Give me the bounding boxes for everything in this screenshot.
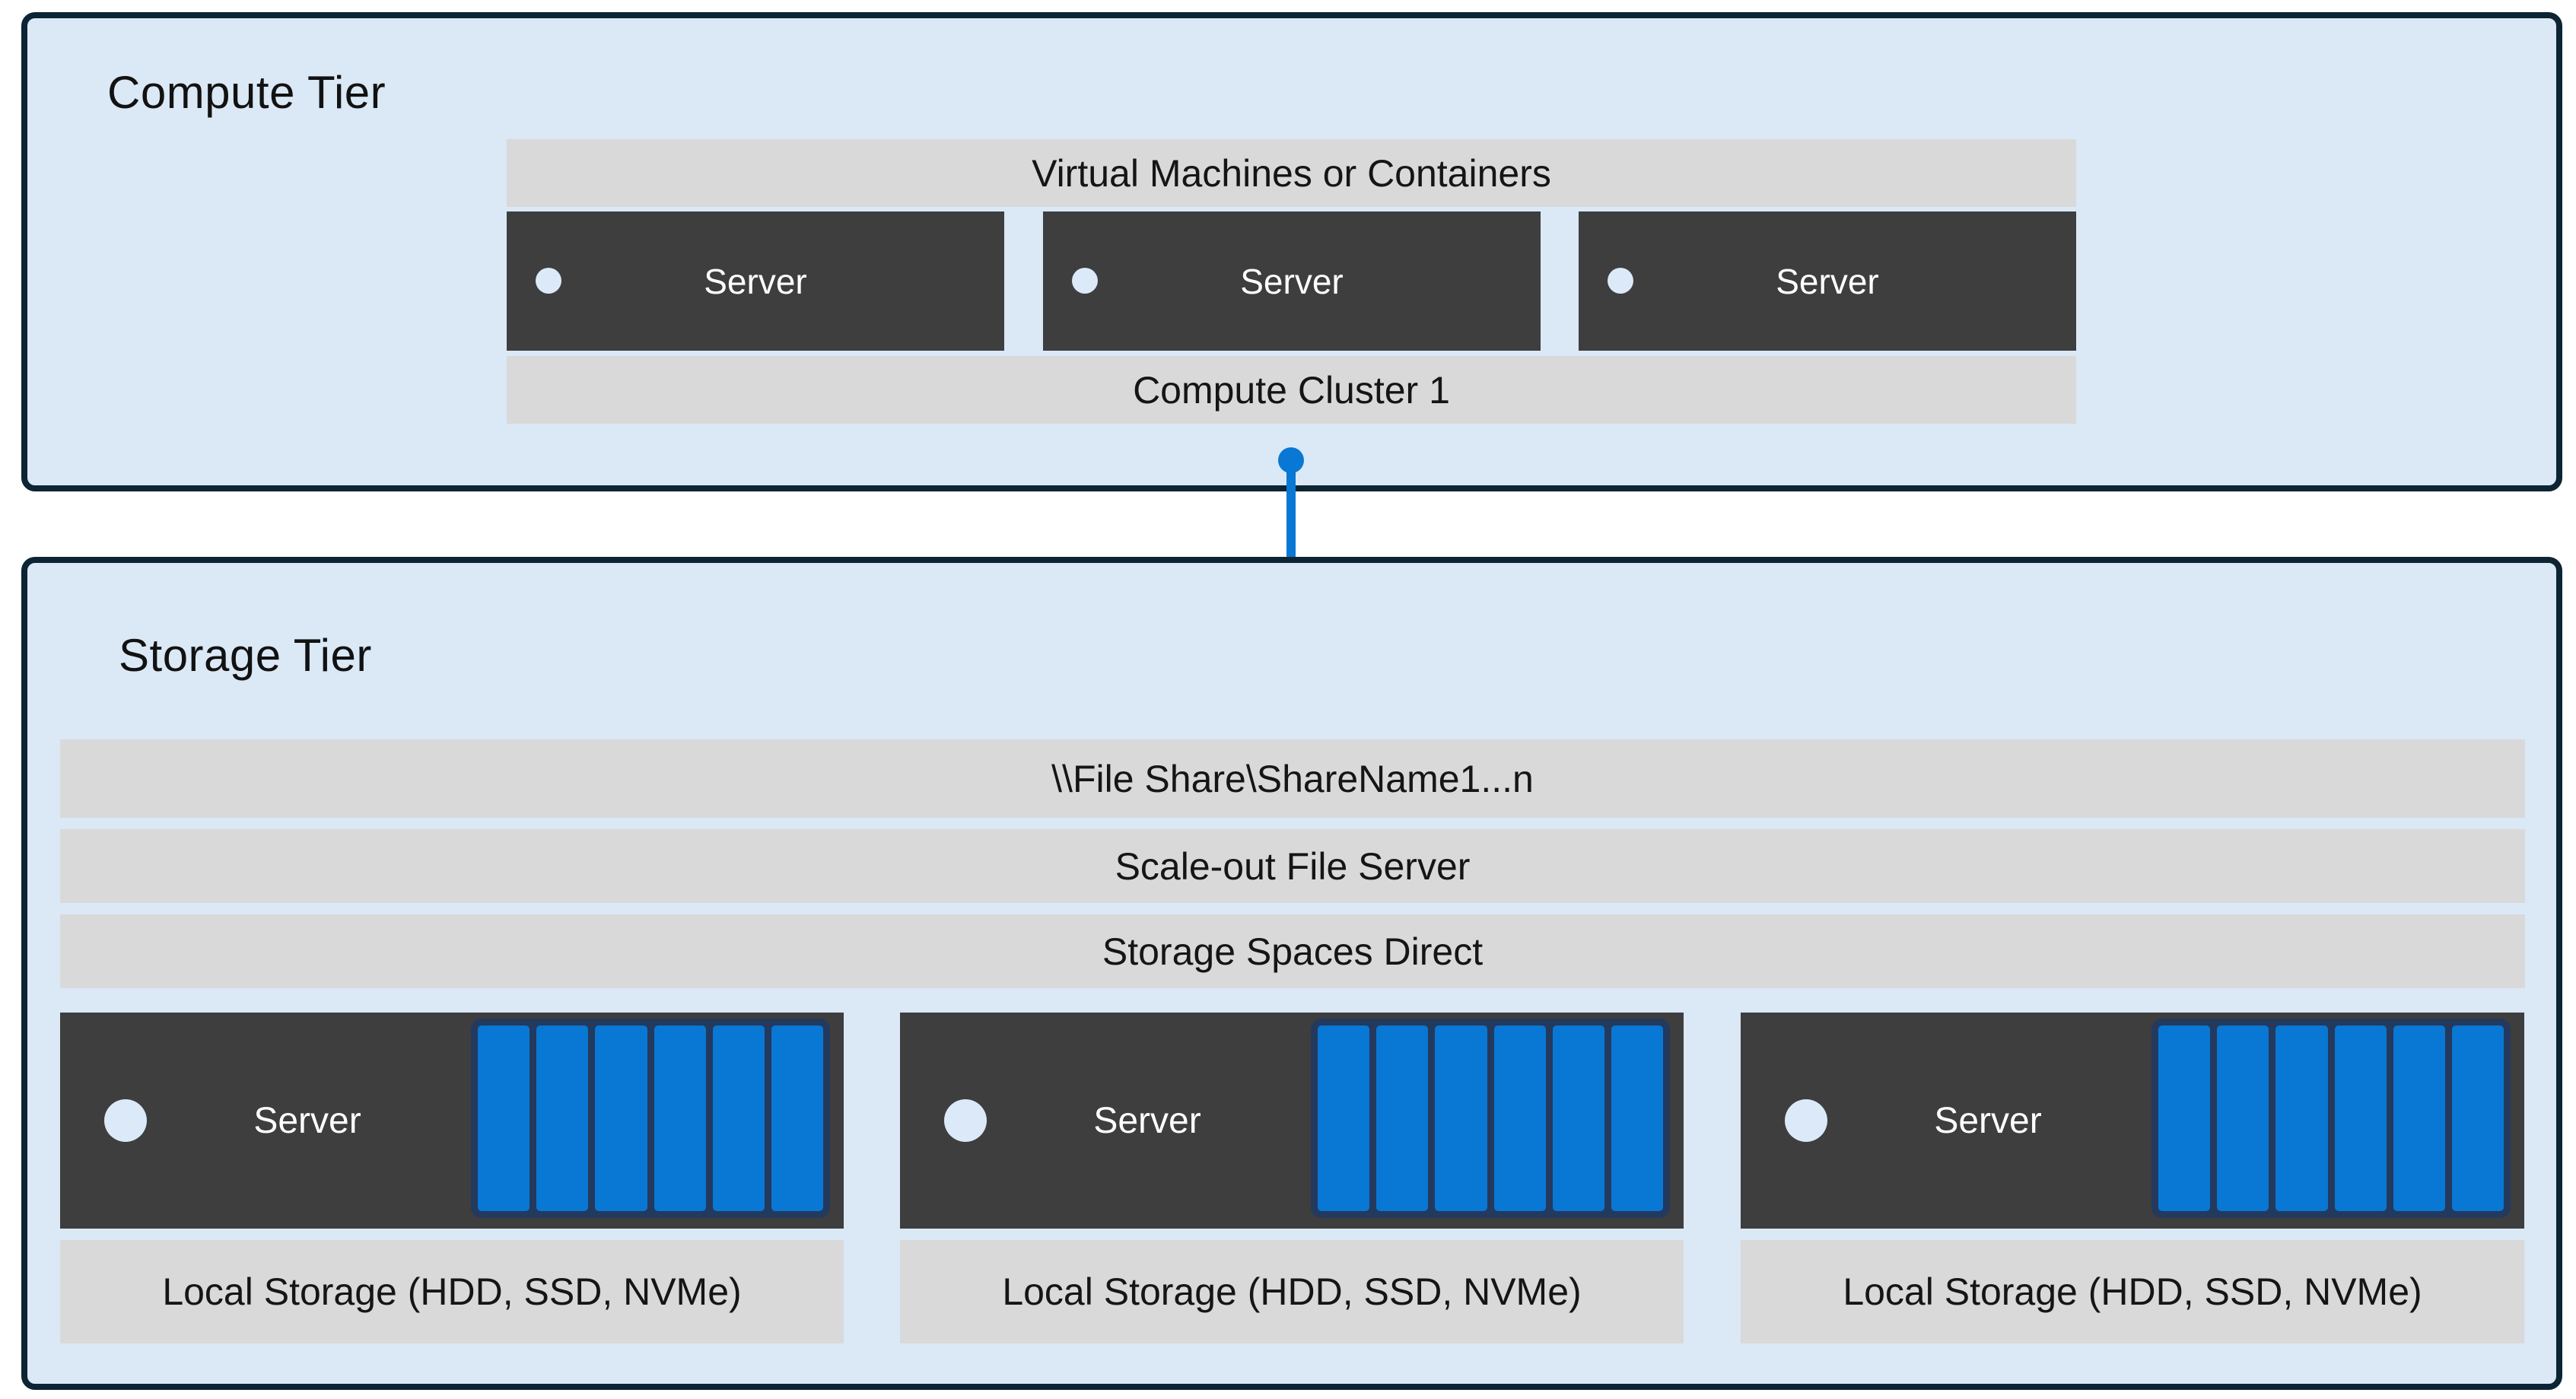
disk-drive — [712, 1025, 765, 1211]
disk-array — [471, 1019, 830, 1218]
storage-tier-title: Storage Tier — [119, 630, 372, 681]
disk-drive — [1318, 1025, 1370, 1211]
compute-tier-box: Compute Tier Virtual Machines or Contain… — [21, 12, 2562, 491]
compute-server-2-label: Server — [1240, 261, 1344, 301]
compute-tier-title: Compute Tier — [107, 67, 386, 118]
file-share-bar: \\File Share\ShareName1...n — [60, 739, 2525, 818]
local-storage-bar-2: Local Storage (HDD, SSD, NVMe) — [900, 1240, 1684, 1343]
disk-drive — [2393, 1025, 2445, 1211]
storage-server-2: Server — [900, 1013, 1684, 1229]
disk-drive — [1611, 1025, 1664, 1211]
disk-drive — [1435, 1025, 1487, 1211]
disk-drive — [1493, 1025, 1546, 1211]
compute-server-3-label: Server — [1776, 261, 1879, 301]
compute-server-1: Server — [507, 211, 1004, 351]
storage-server-3: Server — [1741, 1013, 2524, 1229]
disk-drive — [2217, 1025, 2269, 1211]
storage-server-1-label: Server — [253, 1100, 361, 1141]
storage-tier-box: Storage Tier \\File Share\ShareName1...n… — [21, 557, 2562, 1390]
storage-server-3-label: Server — [1934, 1100, 2042, 1141]
compute-cluster-bar: Compute Cluster 1 — [507, 356, 2076, 424]
disk-drive — [654, 1025, 706, 1211]
compute-server-2: Server — [1043, 211, 1541, 351]
disk-drive — [1552, 1025, 1604, 1211]
storage-server-1: Server — [60, 1013, 844, 1229]
compute-server-1-label: Server — [704, 261, 807, 301]
disk-drive — [1376, 1025, 1429, 1211]
server-led-dot — [944, 1099, 987, 1142]
disk-array — [1311, 1019, 1670, 1218]
disk-drive — [2275, 1025, 2328, 1211]
local-storage-bar-3: Local Storage (HDD, SSD, NVMe) — [1741, 1240, 2524, 1343]
server-led-dot — [104, 1099, 147, 1142]
server-led-dot — [536, 268, 561, 294]
server-led-dot — [1072, 268, 1098, 294]
compute-server-3: Server — [1579, 211, 2076, 351]
local-storage-bar-1: Local Storage (HDD, SSD, NVMe) — [60, 1240, 844, 1343]
disk-array — [2151, 1019, 2511, 1218]
disk-drive — [536, 1025, 589, 1211]
disk-drive — [2158, 1025, 2211, 1211]
disk-drive — [2334, 1025, 2387, 1211]
disk-drive — [595, 1025, 647, 1211]
server-led-dot — [1785, 1099, 1827, 1142]
scale-out-file-server-bar: Scale-out File Server — [60, 829, 2525, 903]
virtual-machines-bar: Virtual Machines or Containers — [507, 139, 2076, 207]
storage-spaces-direct-bar: Storage Spaces Direct — [60, 914, 2525, 988]
disk-drive — [2451, 1025, 2504, 1211]
server-led-dot — [1608, 268, 1633, 294]
connector-endpoint-dot-top — [1278, 447, 1304, 473]
disk-drive — [771, 1025, 824, 1211]
storage-server-2-label: Server — [1093, 1100, 1201, 1141]
disk-drive — [478, 1025, 530, 1211]
